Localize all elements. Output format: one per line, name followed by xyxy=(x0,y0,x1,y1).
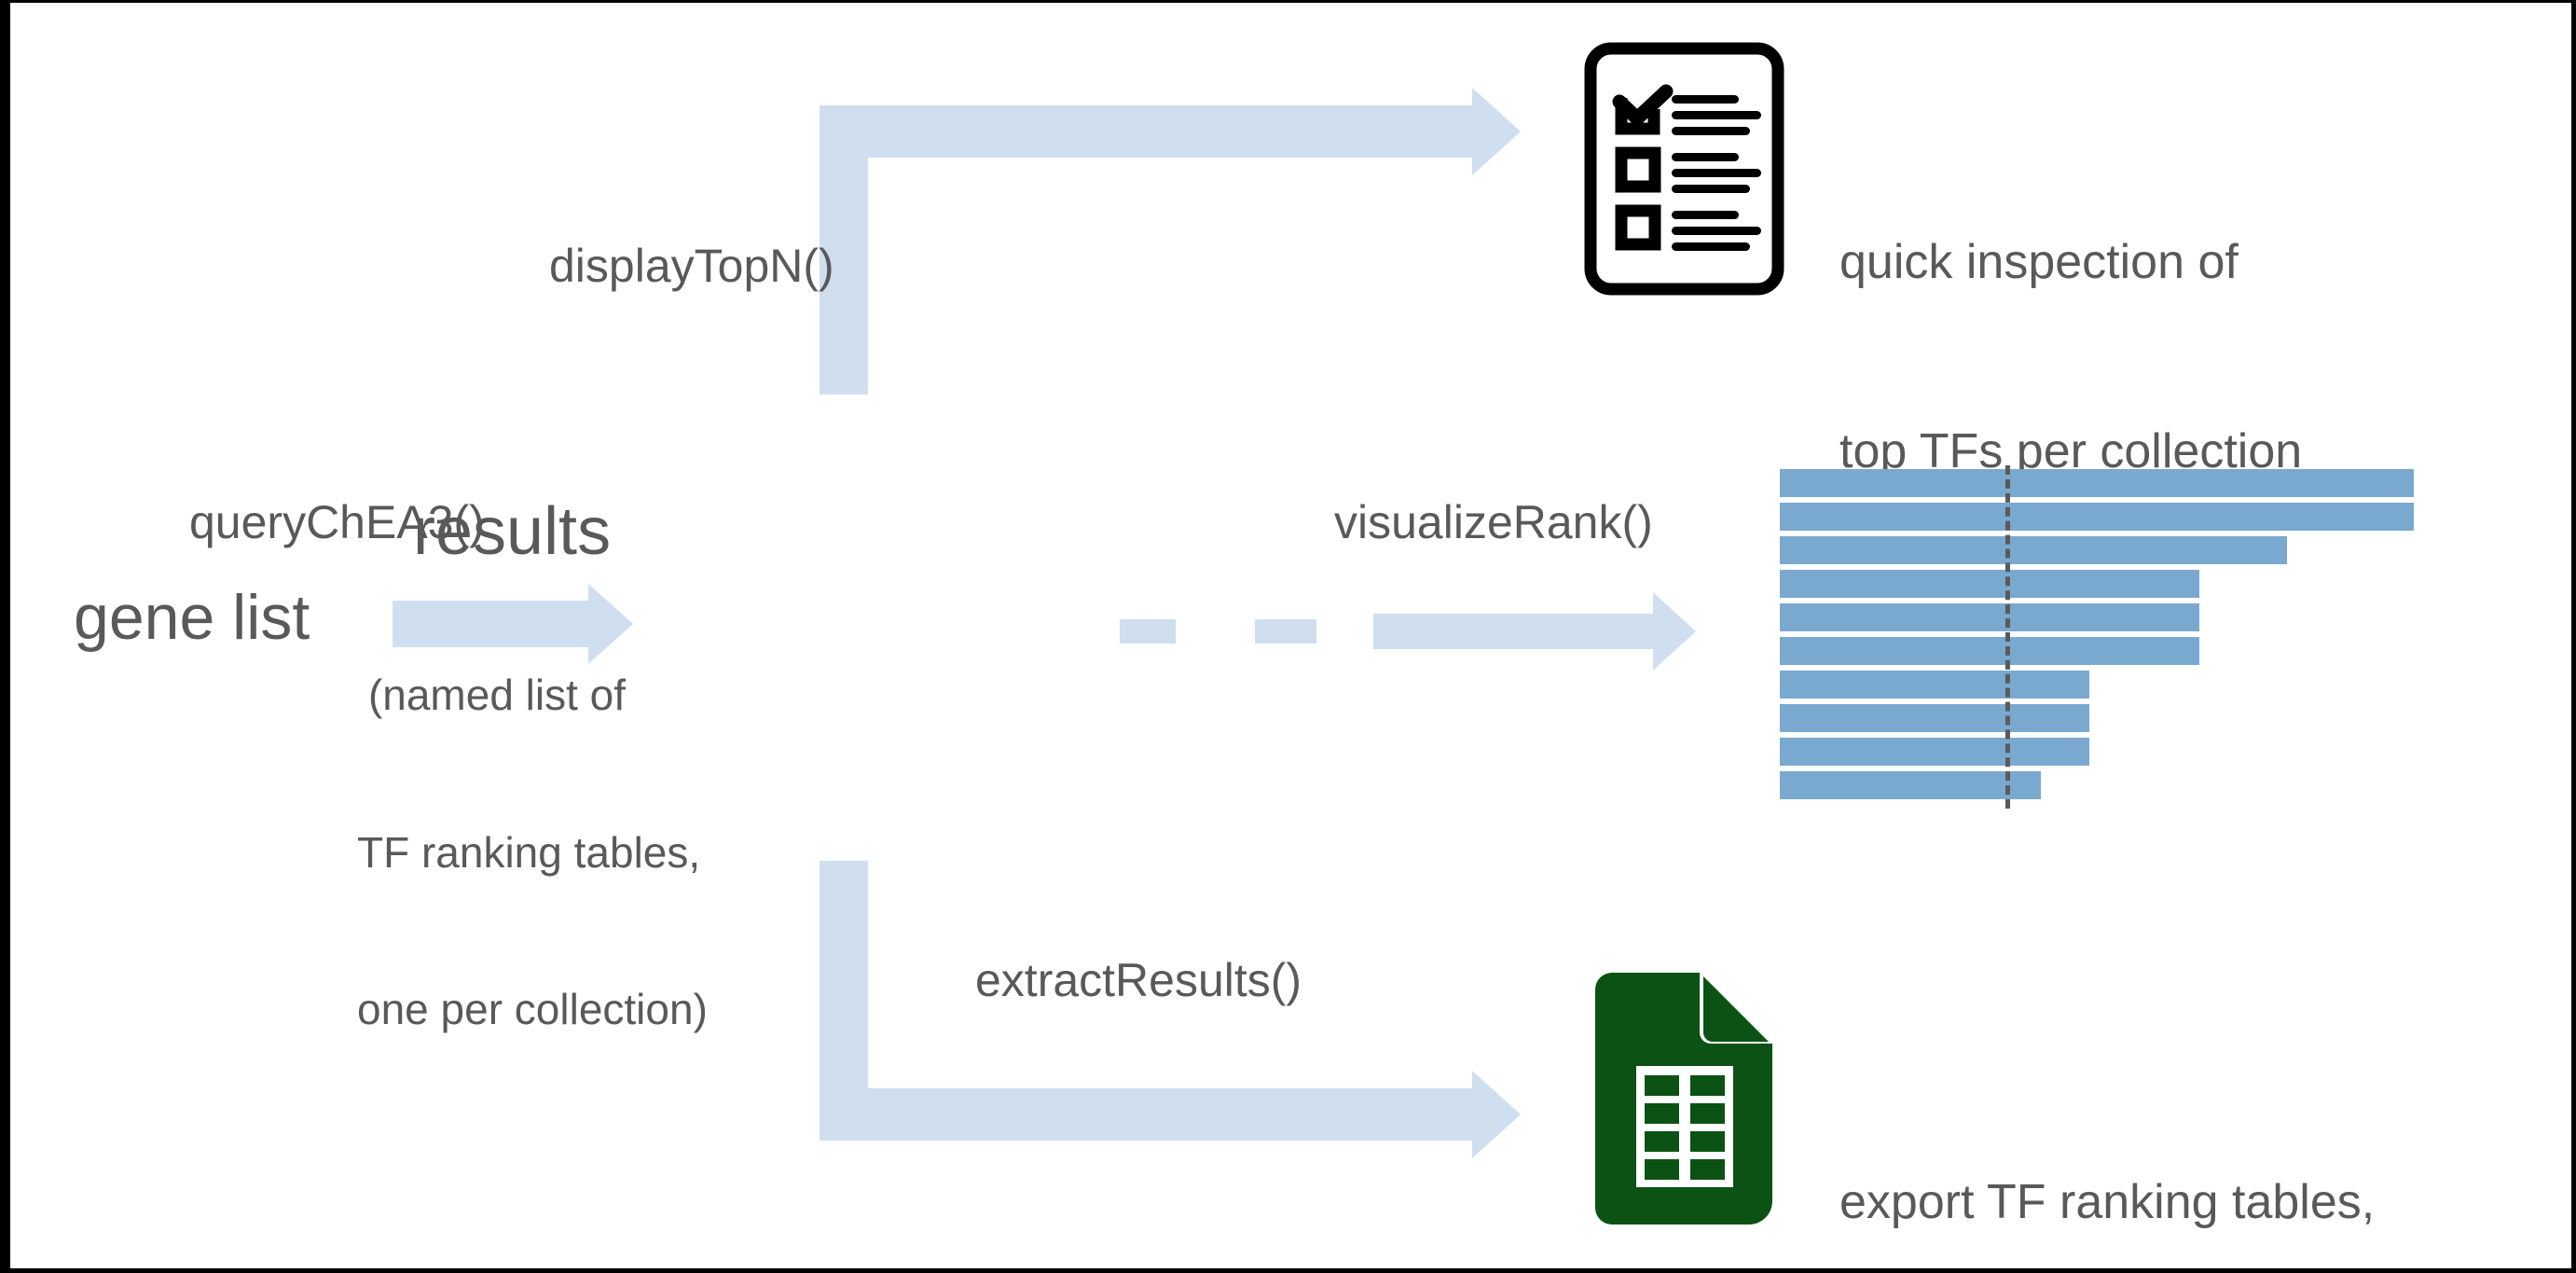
chart-bar xyxy=(1780,603,2199,631)
chart-bar xyxy=(1780,738,2089,766)
chart-bar-row xyxy=(1780,503,2432,531)
results-subtitle-line-2: TF ranking tables, xyxy=(357,827,701,877)
extract-arrow-horizontal-segment xyxy=(820,1088,1472,1141)
query-arrow-body xyxy=(393,601,588,647)
display-arrow-head-icon xyxy=(1472,88,1521,175)
diagram-area: gene list queryChEA3() results (named li… xyxy=(10,3,2571,1268)
slide-border-top xyxy=(0,0,2576,3)
visualize-arrow-body xyxy=(1373,614,1653,649)
chart-bar xyxy=(1780,671,2089,699)
node-results-title: results xyxy=(413,494,612,569)
chart-bar xyxy=(1780,637,2199,665)
chart-bar-row xyxy=(1780,671,2432,699)
node-gene-list: gene list xyxy=(74,582,310,653)
results-subtitle-line-3: one per collection) xyxy=(357,984,708,1033)
results-subtitle-line-1: (named list of xyxy=(367,671,627,720)
tf-rank-bar-chart xyxy=(1780,465,2432,809)
slide-border-left xyxy=(0,0,10,1273)
green-spreadsheet-icon xyxy=(1595,973,1772,1225)
chart-bar-row xyxy=(1780,637,2432,665)
display-arrow-horizontal-segment xyxy=(820,105,1472,158)
chart-bar-row xyxy=(1780,570,2432,598)
chart-bar-row xyxy=(1780,771,2432,799)
function-label-query-chea3: queryChEA3() xyxy=(189,496,485,548)
caption-quick-inspection: quick inspection of top TFs per collecti… xyxy=(1839,105,2302,610)
function-label-visualize-rank: visualizeRank() xyxy=(1334,496,1653,548)
chart-bar xyxy=(1780,503,2414,531)
checklist-document-icon xyxy=(1584,42,1784,296)
caption-bottom-line-1: export TF ranking tables, xyxy=(1839,1175,2376,1230)
node-results-subtitle: (named list of TF ranking tables, one pe… xyxy=(357,564,708,1140)
chart-bar-row xyxy=(1780,704,2432,732)
chart-bar-row xyxy=(1780,469,2432,497)
function-label-display-topn: displayTopN() xyxy=(549,240,834,292)
caption-export-tables: export TF ranking tables, one sheet per … xyxy=(1839,1045,2375,1273)
slide-border-bottom xyxy=(0,1268,2576,1273)
chart-bar-row xyxy=(1780,603,2432,631)
chart-bar-row xyxy=(1780,536,2432,564)
caption-top-line-1: quick inspection of xyxy=(1839,235,2239,290)
slide-border-right xyxy=(2571,0,2576,1273)
chart-bar xyxy=(1780,469,2414,497)
query-arrow-head-icon xyxy=(588,584,633,664)
visualize-arrow-dash-1 xyxy=(1120,619,1176,643)
extract-arrow-head-icon xyxy=(1472,1071,1521,1158)
chart-bar xyxy=(1780,536,2287,564)
chart-bar xyxy=(1780,771,2041,799)
visualize-arrow-head-icon xyxy=(1653,592,1696,671)
chart-reference-line xyxy=(2005,465,2010,809)
visualize-arrow-dash-2 xyxy=(1255,619,1316,643)
chart-bar-row xyxy=(1780,738,2432,766)
chart-bar xyxy=(1780,570,2199,598)
function-label-extract-results: extractResults() xyxy=(975,954,1302,1006)
chart-bar xyxy=(1780,704,2089,732)
